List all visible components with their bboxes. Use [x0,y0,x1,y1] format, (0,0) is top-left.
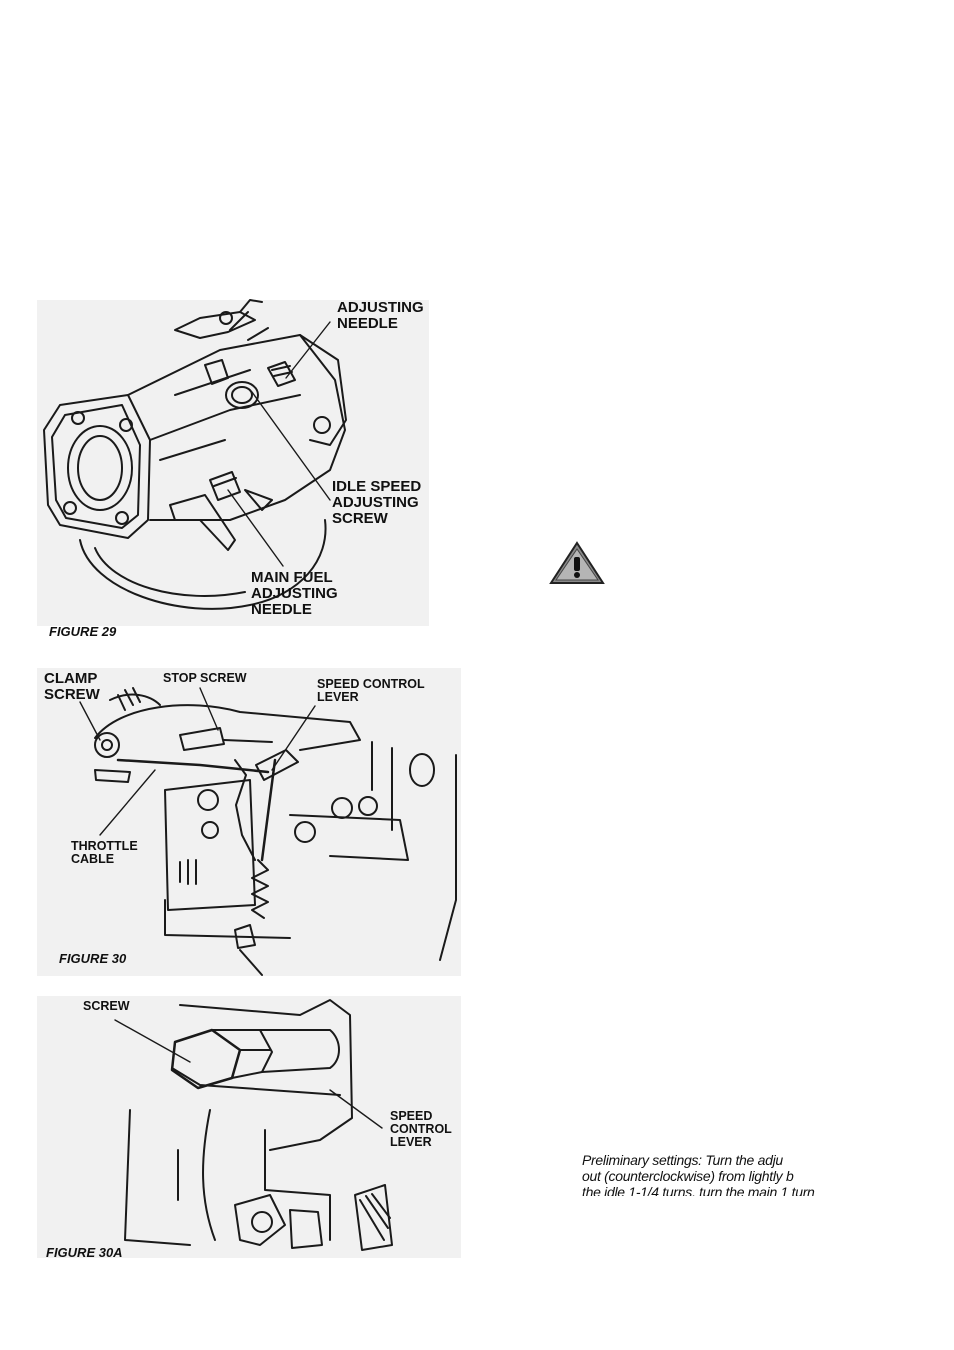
label-speed-control-lever: SPEED CONTROL LEVER [317,677,425,705]
text-line: Preliminary settings: Turn the adju [582,1152,783,1168]
label-line: ADJUSTING [337,299,424,316]
figure-30a-illustration [37,996,461,1258]
label-line: SPEED [390,1109,433,1123]
text-line: out (counterclockwise) from lightly b [582,1168,794,1184]
preliminary-settings-text: Preliminary settings: Turn the adju out … [582,1152,840,1196]
label-line: THROTTLE [71,839,138,853]
warning-triangle-icon [549,541,605,585]
label-line: SCREW [44,685,100,703]
label-adjusting-needle: ADJUSTING NEEDLE [337,300,424,332]
label-line: ADJUSTING [251,584,338,602]
label-screw: SCREW [83,999,130,1013]
label-line: CONTROL [390,1122,452,1137]
screw-lever-drawing [114,999,393,1251]
label-line: LEVER [390,1135,432,1150]
figure-30-caption: FIGURE 30 [59,951,127,966]
text-line: the idle 1-1/4 turns, turn the main 1 tu… [582,1184,815,1196]
label-line: NEEDLE [337,314,398,332]
label-speed-control-lever-30a: SPEED CONTROL LEVER [390,1109,452,1150]
label-line: SCREW [332,509,388,527]
label-clamp-screw: CLAMP SCREW [44,671,100,703]
linkage-drawing [79,687,457,976]
label-line: SPEED CONTROL [317,677,425,691]
carburetor-drawing [43,299,347,610]
figure-29-caption: FIGURE 29 [49,624,117,639]
label-line: IDLE SPEED [332,478,422,495]
label-line: CABLE [71,852,115,867]
label-line: CLAMP [44,670,98,687]
label-line: ADJUSTING [332,493,419,511]
label-line: MAIN FUEL [251,569,333,586]
label-main-fuel-adjusting-needle: MAIN FUEL ADJUSTING NEEDLE [251,570,338,617]
figure-29-illustration [37,300,429,626]
label-line: NEEDLE [251,600,312,618]
label-throttle-cable: THROTTLE CABLE [71,839,138,867]
label-line: LEVER [317,690,359,705]
figure-30a-caption: FIGURE 30A [46,1245,123,1260]
label-idle-speed-adjusting-screw: IDLE SPEED ADJUSTING SCREW [332,479,421,526]
label-stop-screw: STOP SCREW [163,671,247,685]
